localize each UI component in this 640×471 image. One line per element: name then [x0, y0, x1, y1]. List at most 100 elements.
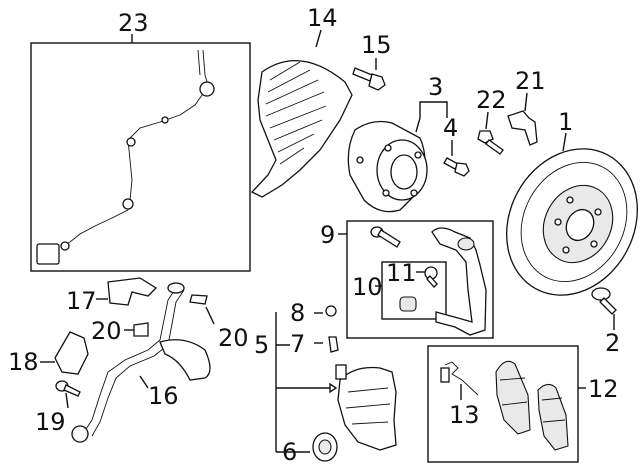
- harness-clip: [126, 137, 136, 147]
- splash-shield: [250, 29, 353, 198]
- brake-pads-group: [427, 345, 586, 463]
- callout-4: 4: [443, 114, 458, 142]
- bolt-shank: [352, 67, 373, 82]
- callout-20a: 20: [91, 317, 122, 345]
- hose-bracket: [107, 277, 158, 306]
- sensor-body: [507, 110, 538, 146]
- retaining-clip: [133, 322, 149, 337]
- sensor-bolt: [477, 111, 504, 155]
- hub-and-bearing: [347, 101, 448, 213]
- guide-bolt-shank: [426, 275, 438, 288]
- support-frame: [346, 220, 494, 339]
- bolt-head: [454, 162, 470, 177]
- sensor-wire: [444, 361, 479, 396]
- callout-labels: 23 14 15 3 4 22 21 1 2 9 10 11 8 5 7 6 1…: [8, 4, 620, 466]
- callout-12: 12: [588, 375, 619, 403]
- callout-18: 18: [8, 348, 39, 376]
- pad-detail: [499, 377, 528, 406]
- brake-rotor: [506, 132, 638, 296]
- callout-22: 22: [476, 86, 507, 114]
- caliper-support-group: [338, 220, 494, 339]
- callout-9: 9: [320, 221, 335, 249]
- callout-23: 23: [118, 9, 149, 37]
- leader-22: [485, 111, 489, 130]
- leader-16: [139, 375, 149, 389]
- callout-10: 10: [352, 273, 383, 301]
- callout-11: 11: [386, 259, 417, 287]
- hub-stud: [414, 151, 422, 159]
- harness-wire: [61, 49, 209, 247]
- callout-17: 17: [66, 287, 97, 315]
- rotor-hole: [562, 246, 570, 254]
- callout-14: 14: [307, 4, 338, 32]
- harness-grommet: [199, 81, 215, 97]
- caliper-fitting: [335, 364, 347, 380]
- hose-bracket-lower: [54, 331, 89, 375]
- carrier-pad: [457, 237, 475, 251]
- screw-shank: [599, 297, 617, 315]
- callout-15: 15: [361, 31, 392, 59]
- harness-wire-end: [197, 49, 201, 76]
- harness-frame: [30, 42, 251, 272]
- harness-clip: [122, 198, 134, 210]
- guide-bolt-shank: [377, 229, 401, 248]
- rotor-screw: [591, 287, 617, 330]
- caliper-carrier: [431, 227, 487, 336]
- leader-5-arrow: [329, 382, 338, 394]
- callout-20b: 20: [218, 324, 249, 352]
- abs-sensor: [507, 92, 538, 146]
- sensor-connector: [440, 367, 450, 383]
- shield-bolt: [352, 58, 386, 91]
- callout-3: 3: [428, 73, 443, 101]
- hose-loop: [159, 339, 211, 381]
- leader-21: [524, 92, 528, 112]
- callout-19: 19: [35, 408, 66, 436]
- bolt-shank: [485, 139, 504, 155]
- bleeder-cap: [325, 305, 337, 317]
- hub-center: [390, 154, 418, 190]
- leader-5: [275, 312, 330, 453]
- rotor-bore: [565, 208, 595, 242]
- callout-21: 21: [515, 67, 546, 95]
- brake-pad-outer: [537, 383, 569, 451]
- leader-3: [419, 101, 448, 118]
- hub-bolt: [443, 140, 470, 177]
- callout-13: 13: [449, 401, 480, 429]
- brake-hose-group: [40, 277, 215, 443]
- rotor-hole: [590, 240, 598, 248]
- bracket-bolt-shank: [63, 384, 81, 397]
- callout-8: 8: [290, 299, 305, 327]
- callout-16: 16: [148, 382, 179, 410]
- callout-6: 6: [282, 438, 297, 466]
- harness-clip: [60, 241, 70, 251]
- harness-connector: [36, 243, 60, 265]
- hub-stud: [382, 189, 390, 197]
- hose-line-a: [83, 287, 177, 433]
- callout-1: 1: [558, 108, 573, 136]
- hub-stud: [384, 144, 392, 152]
- pads-frame: [427, 345, 579, 463]
- hose-fitting: [167, 282, 185, 294]
- bolt-shank: [443, 157, 459, 170]
- leader-14: [315, 29, 322, 48]
- piston-boot-inner: [318, 439, 332, 455]
- retaining-clip: [189, 294, 208, 305]
- caliper-detail: [345, 387, 391, 425]
- leader-20b: [205, 306, 215, 325]
- screw-head: [591, 287, 611, 301]
- leader-19: [65, 392, 69, 409]
- callout-5: 5: [254, 331, 269, 359]
- rotor-hole: [566, 196, 574, 204]
- harness-clip: [161, 116, 169, 124]
- shield-ribs: [265, 61, 327, 165]
- pad-detail: [541, 397, 566, 423]
- bleeder-screw: [328, 336, 339, 353]
- brake-pad-inner: [495, 360, 531, 435]
- hub-stud: [356, 156, 364, 164]
- leader-3-a: [415, 117, 421, 133]
- guide-pin-boot: [399, 296, 417, 312]
- rotor-hole: [594, 208, 602, 216]
- hub-stud: [410, 189, 418, 197]
- bolt-head: [368, 73, 386, 91]
